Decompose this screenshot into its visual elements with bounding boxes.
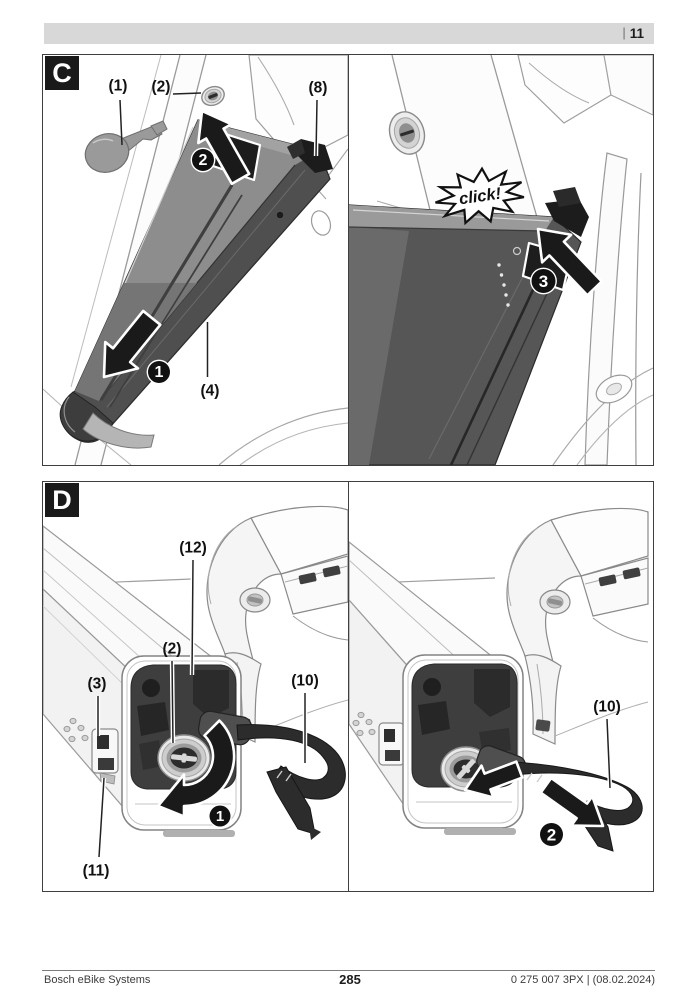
frame-mount <box>206 505 348 743</box>
leader-line <box>171 660 174 744</box>
callout-3: (3) <box>88 676 107 693</box>
header-page-number: 11 <box>629 26 644 41</box>
figure-label-d: D <box>45 483 79 517</box>
header-separator: | <box>622 25 626 40</box>
arrow-step-3 <box>536 227 604 297</box>
leader-line <box>119 99 123 146</box>
arrow-pull-left <box>463 760 524 799</box>
callout-4: (4) <box>201 383 220 400</box>
svg-text:2: 2 <box>547 826 556 845</box>
footer-doc-number: 0 275 007 3PX | (08.02.2024) <box>510 974 655 986</box>
leader-line <box>606 718 611 789</box>
callout-12: (12) <box>179 540 207 557</box>
figure-c-right: click! 3 <box>349 55 653 465</box>
figure-label-c: C <box>45 56 79 90</box>
callout-10: (10) <box>291 673 319 690</box>
battery <box>43 525 242 837</box>
battery <box>349 187 589 465</box>
step-badge-2: 2 <box>538 821 565 848</box>
lock-cylinder <box>201 85 225 107</box>
footer-page-number: 285 <box>339 972 361 987</box>
leader-line <box>172 92 202 95</box>
svg-text:1: 1 <box>216 808 224 825</box>
callouts: (10) <box>593 699 621 789</box>
leader-line <box>315 99 318 157</box>
callout-11: (11) <box>83 863 110 880</box>
figure-d-right: 2 (10) <box>349 482 653 891</box>
leader-line <box>191 559 194 676</box>
battery <box>349 541 524 835</box>
figure-panel-c: C 2 1 (1) (2) (8) (4) click! 3 <box>42 54 654 466</box>
side-vent-holes <box>63 717 89 743</box>
callout-8: (8) <box>309 80 328 97</box>
lock-cylinder <box>388 111 426 155</box>
side-connector <box>378 722 405 766</box>
illustration-battery-insertion: click! 3 <box>349 55 653 465</box>
callout-2: (2) <box>163 641 182 658</box>
callouts: (12) (2) (3) (10) (11) <box>83 540 319 880</box>
callout-1: (1) <box>109 78 128 95</box>
figure-c-left: 2 1 (1) (2) (8) (4) <box>43 55 348 465</box>
arrow-step-1 <box>102 309 162 379</box>
illustration-battery-removal: 2 1 (1) (2) (8) (4) <box>43 55 348 465</box>
illustration-strap-pull: 2 (10) <box>349 507 649 852</box>
keyhole <box>157 734 211 782</box>
arrow-step-1 <box>156 719 236 818</box>
step-badge-2: 2 <box>190 147 216 173</box>
leader-line <box>98 777 105 858</box>
side-vent-holes <box>352 711 376 737</box>
frame-mount <box>506 507 649 745</box>
step-badge-1: 1 <box>208 804 232 828</box>
footer-brand: Bosch eBike Systems <box>44 974 151 986</box>
svg-text:1: 1 <box>155 364 164 381</box>
page-header: | 11 <box>44 23 654 44</box>
step-badge-1: 1 <box>146 359 172 385</box>
callout-10: (10) <box>593 699 621 716</box>
svg-text:2: 2 <box>199 152 208 169</box>
click-burst <box>435 166 525 226</box>
callout-2: (2) <box>152 79 171 96</box>
arrow-step-2 <box>197 109 251 186</box>
callouts: (1) (2) (8) (4) <box>109 78 328 400</box>
step-badge-3: 3 <box>530 267 557 295</box>
figure-d-left: 1 (12) (2) (3) (10) (11) <box>43 482 348 891</box>
footer-rule <box>42 970 655 971</box>
svg-text:3: 3 <box>539 272 548 291</box>
arrow-step-2 <box>539 776 605 828</box>
click-text: click! <box>458 185 503 209</box>
illustration-strap-release: 1 (12) (2) (3) (10) (11) <box>43 505 348 880</box>
battery-key <box>84 120 168 173</box>
figure-panel-d: D 1 (12) (2) (3) (10) (11) 2 (10) <box>42 481 654 892</box>
